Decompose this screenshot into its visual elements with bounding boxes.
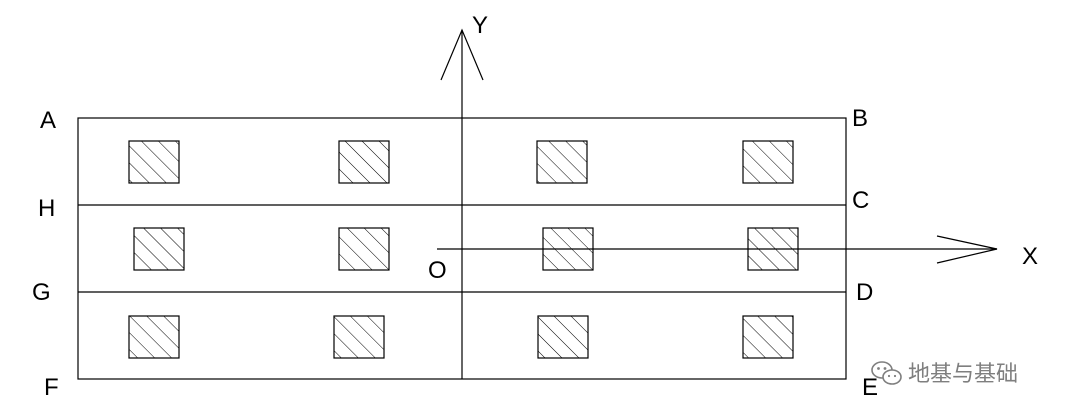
footing (133, 227, 185, 271)
label-b: B (852, 105, 868, 132)
label-h: H (38, 195, 55, 222)
label-g: G (32, 279, 51, 306)
label-a: A (40, 107, 56, 134)
label-d: D (856, 279, 873, 306)
footing (128, 140, 180, 184)
label-y-axis: Y (472, 12, 488, 39)
y-axis-arrowhead (440, 28, 484, 81)
label-c: C (852, 187, 869, 214)
x-axis-arrowhead (936, 235, 998, 264)
footing (747, 227, 799, 271)
footing (333, 315, 385, 359)
footing (338, 227, 390, 271)
label-origin: O (428, 257, 447, 284)
footing (742, 140, 794, 184)
footing (536, 140, 588, 184)
label-e: E (862, 374, 878, 401)
label-f: F (44, 374, 59, 401)
footing (338, 140, 390, 184)
label-x-axis: X (1022, 243, 1038, 270)
footing (742, 315, 794, 359)
wechat-icon (871, 361, 902, 385)
footing (128, 315, 180, 359)
watermark-text: 地基与基础 (908, 362, 1018, 387)
footing (542, 227, 594, 271)
footing (537, 315, 589, 359)
